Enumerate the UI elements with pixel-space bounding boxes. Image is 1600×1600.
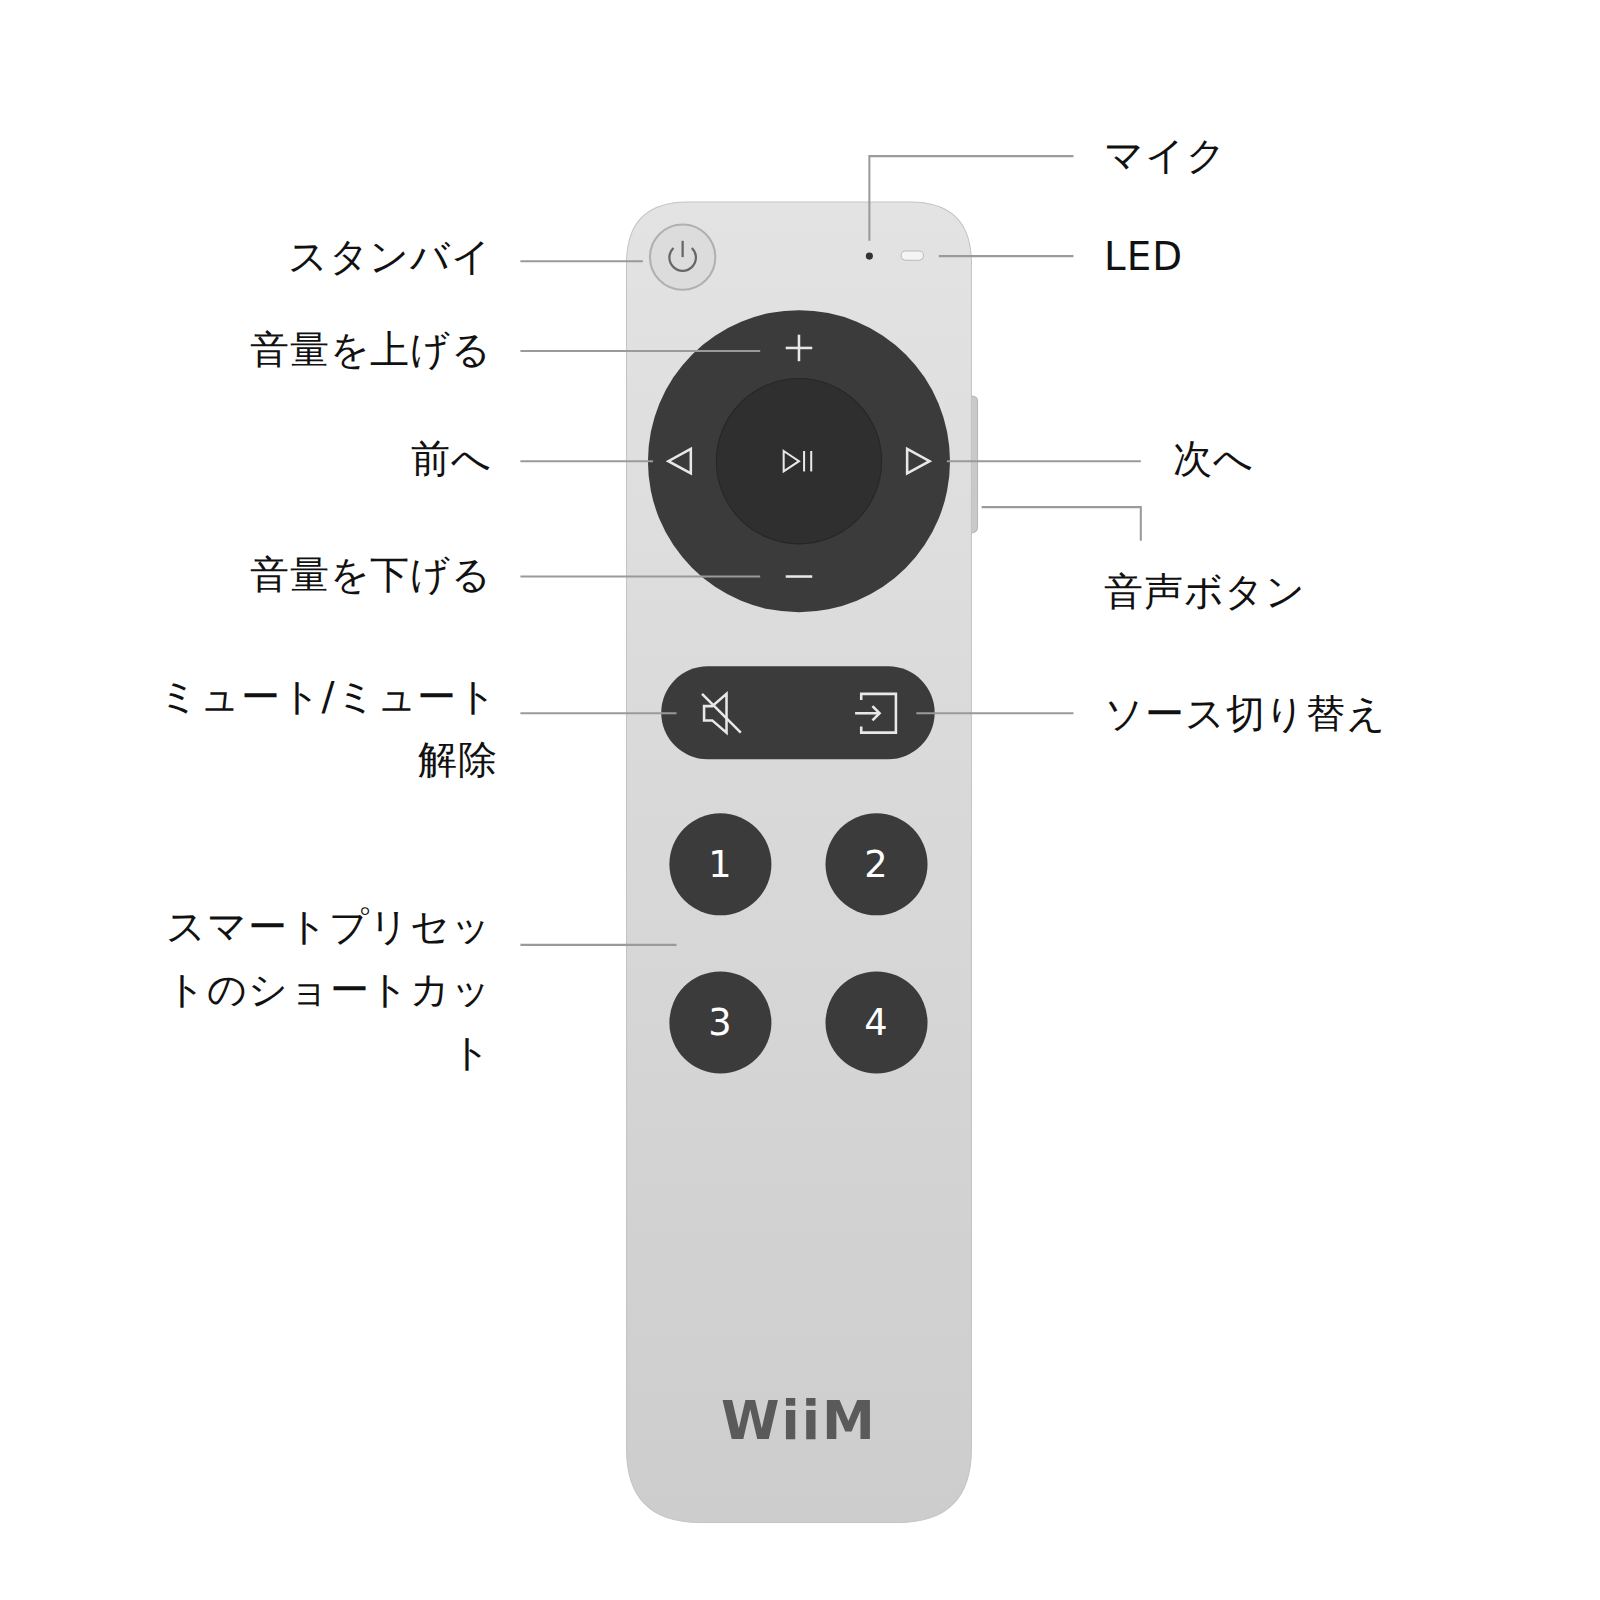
callout-label: 前へ — [186, 428, 492, 491]
callout-label: マイク — [1104, 124, 1410, 187]
pill-icons — [702, 694, 896, 733]
mute-source-pill — [661, 666, 934, 759]
callout-label: LED — [1104, 226, 1410, 289]
preset-number: 4 — [836, 991, 918, 1054]
callout-label: スタンバイ — [186, 226, 492, 289]
callout-label: 音声ボタン — [1104, 560, 1451, 623]
preset-number: 1 — [680, 833, 762, 896]
play-button — [716, 379, 881, 544]
led — [901, 251, 923, 260]
leader-lines — [520, 156, 1140, 945]
remote-body — [627, 202, 972, 1522]
callout-label: ソース切り替え — [1104, 682, 1492, 745]
callout-label: 音量を上げる — [155, 318, 492, 381]
callout-label: スマートプリセットのショートカット — [165, 895, 492, 1085]
callout-label: 次へ — [1173, 428, 1479, 491]
preset-button — [826, 971, 928, 1073]
callout-label: 音量を下げる — [155, 543, 492, 606]
preset-number: 2 — [836, 833, 918, 896]
nav-icons — [668, 335, 929, 577]
callout-label: ミュート/ミュート解除 — [151, 665, 498, 792]
preset-number: 3 — [680, 991, 762, 1054]
preset-button — [826, 813, 928, 915]
standby-button — [650, 224, 715, 289]
preset-button — [669, 971, 771, 1073]
preset-button — [669, 813, 771, 915]
nav-ring — [648, 310, 950, 612]
brand-logo: WiiM — [687, 1389, 911, 1452]
mic-hole — [866, 253, 873, 260]
power-icon — [682, 241, 684, 257]
